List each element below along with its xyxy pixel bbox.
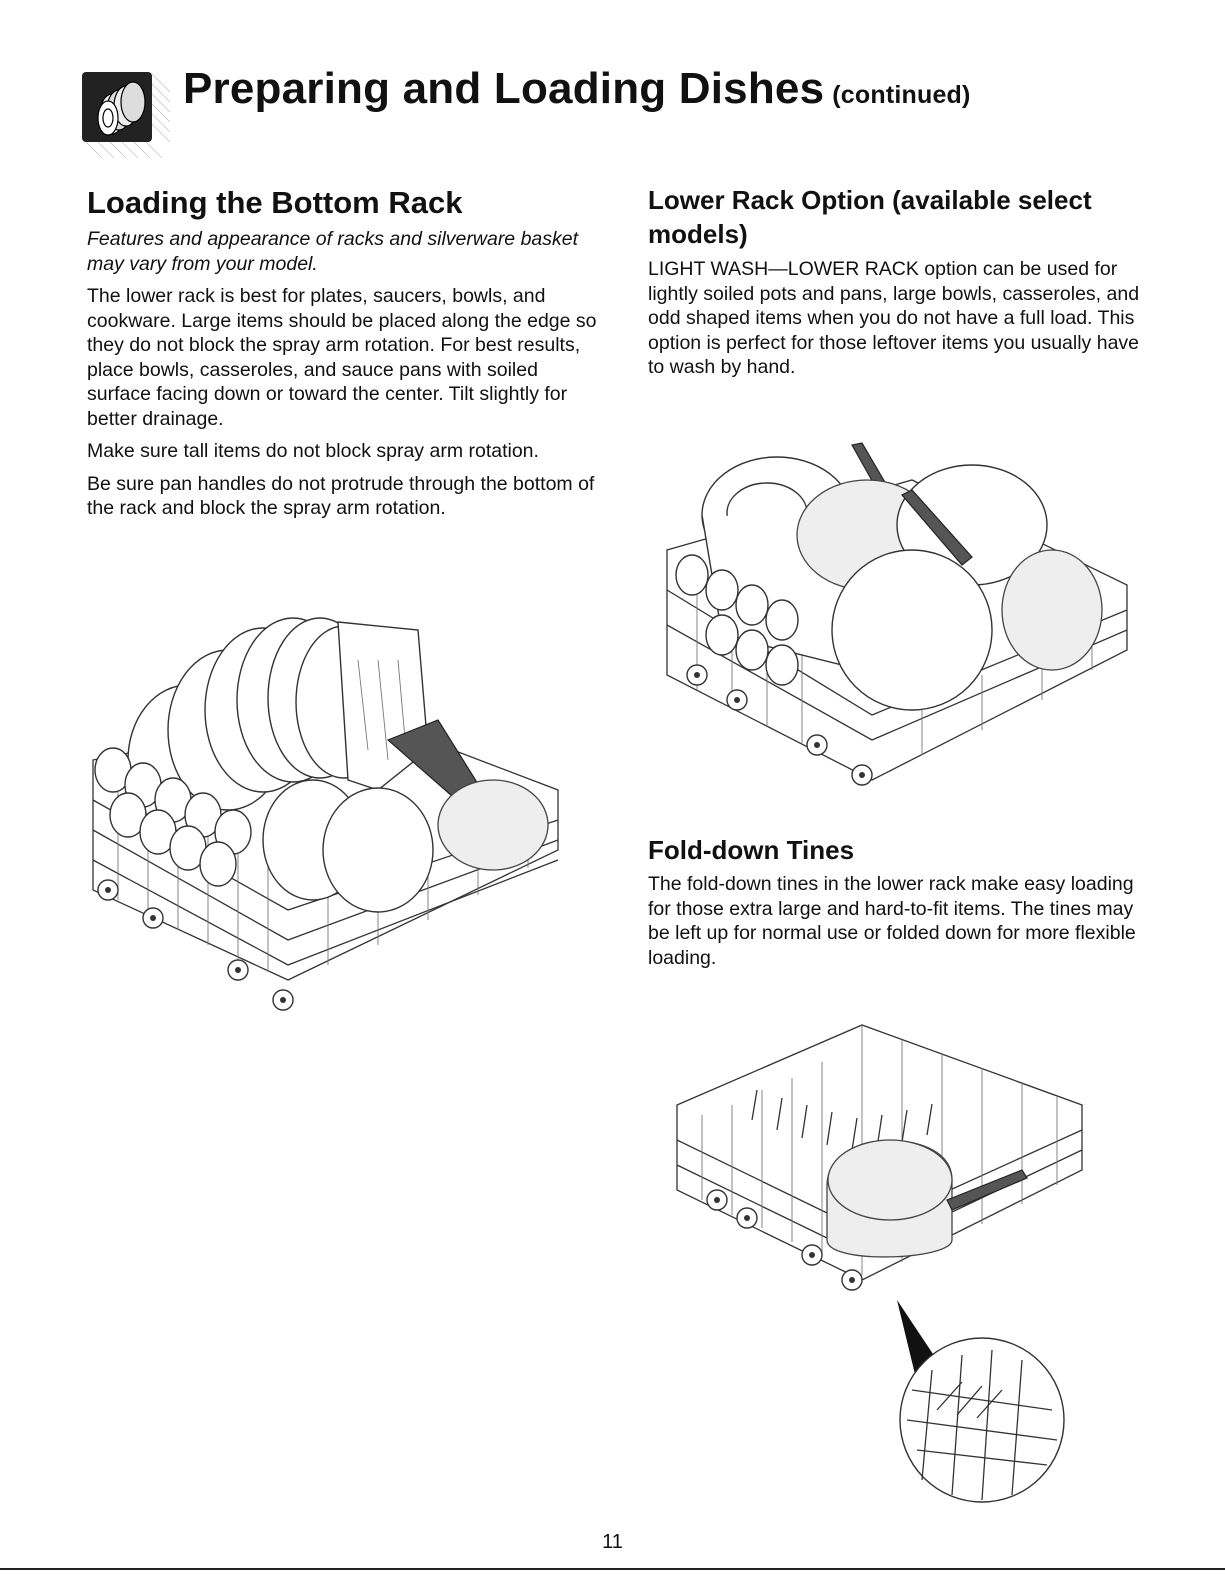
bottom-rack-heading: Loading the Bottom Rack <box>87 185 463 220</box>
bottom-rule <box>0 1568 1225 1570</box>
bottom-rack-paragraph-1: The lower rack is best for plates, sauce… <box>87 285 597 430</box>
page-number: 11 <box>602 1531 623 1553</box>
right-column: Lower Rack Option (available select mode… <box>648 183 1148 388</box>
page-title-suffix: (continued) <box>832 81 971 109</box>
bottom-rack-paragraph-3: Be sure pan handles do not protrude thro… <box>87 472 595 520</box>
fold-down-tines-paragraph: The fold-down tines in the lower rack ma… <box>648 873 1136 969</box>
bottom-rack-loaded-illustration <box>92 617 559 1011</box>
fold-down-tines-heading: Fold-down Tines <box>648 835 855 865</box>
fold-down-tines-illustration <box>676 1024 1083 1503</box>
lower-rack-pots-pans-illustration <box>666 442 1128 786</box>
fold-down-section: Fold-down Tines The fold-down tines in t… <box>648 834 1148 978</box>
stacked-dishes-icon <box>82 72 171 158</box>
left-column: Loading the Bottom Rack Features and app… <box>87 183 597 529</box>
page-title-text: Preparing and Loading Dishes <box>183 64 825 113</box>
page-title: Preparing and Loading Dishes(continued) <box>183 64 971 114</box>
bottom-rack-paragraph-2: Make sure tall items do not block spray … <box>87 440 539 462</box>
lower-rack-option-paragraph: LIGHT WASH—LOWER RACK option can be used… <box>648 258 1140 378</box>
model-variation-note: Features and appearance of racks and sil… <box>87 228 579 275</box>
lower-rack-option-heading: Lower Rack Option (available select mode… <box>648 185 1092 249</box>
